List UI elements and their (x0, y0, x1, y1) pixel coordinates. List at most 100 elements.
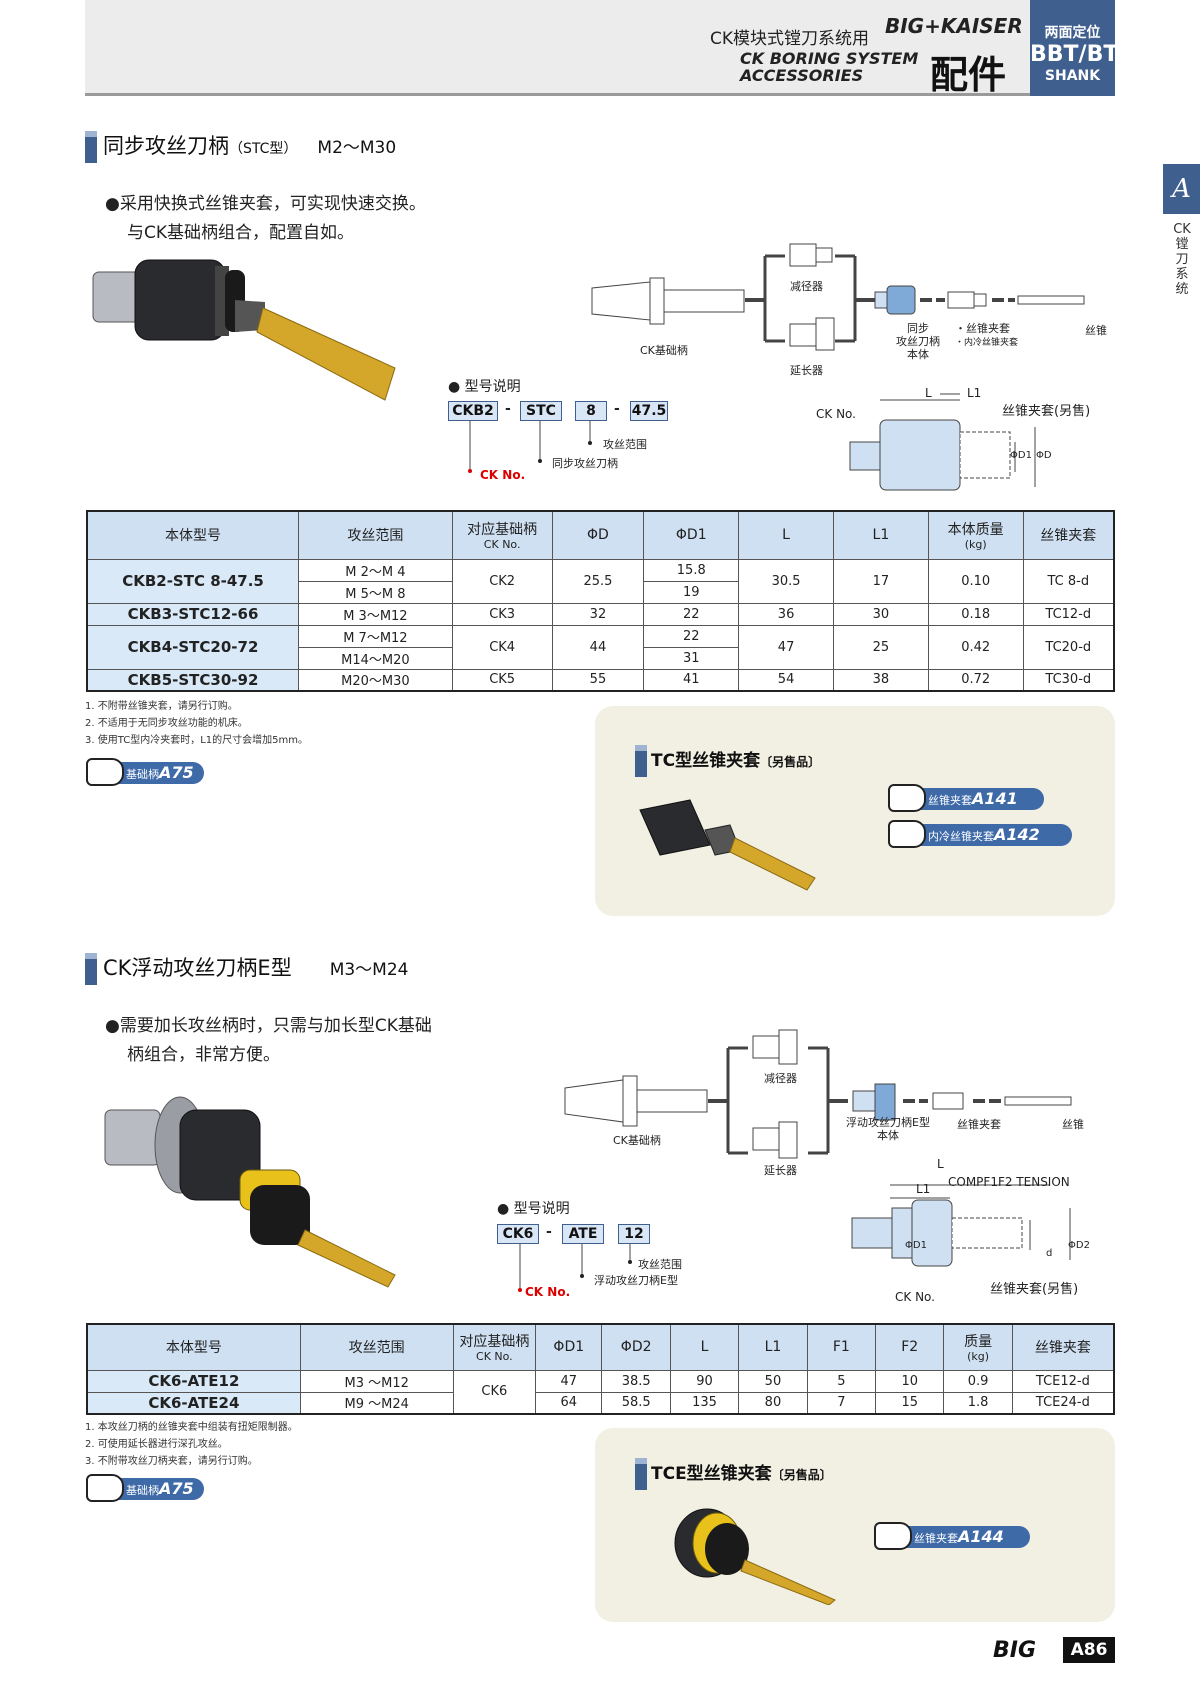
t2-h-L1: L1 (738, 1323, 808, 1371)
note: 3. 不附带攻丝刀柄夹套，请另行订购。 (85, 1456, 258, 1467)
box-line3: SHANK (1044, 68, 1101, 84)
title-bar (85, 131, 97, 163)
diagram1-extension-label: 延长器 (790, 364, 823, 377)
section2-system-diagram (564, 1029, 1072, 1159)
t1-mass: 0.18 (927, 602, 1024, 626)
t1-D1: 22 (643, 602, 740, 626)
panel2-title-small: 〔另售品〕 (771, 1468, 832, 1482)
t1-D: 44 (551, 624, 645, 670)
t1-ck: CK3 (451, 602, 553, 626)
t1-L: 36 (738, 602, 834, 626)
t1-range: M 5～M 8 (298, 580, 453, 604)
ref-label: 内冷丝锥夹套 (928, 830, 994, 843)
table-row: CKB5-STC30-92 M20～M30 CK5 55 41 54 38 0.… (86, 668, 1115, 692)
ref-tap-collet-button[interactable]: 丝锥夹套A141 (888, 784, 1044, 812)
box-line2: BBT/BT (1030, 42, 1119, 67)
t1-D: 55 (551, 668, 645, 692)
table-row: CKB2-STC 8-47.5 M 2～M 4 CK2 25.5 15.8 30… (86, 558, 1115, 604)
panel1-title-small: 〔另售品〕 (760, 755, 821, 769)
header-en-title: CK BORING SYSTEM ACCESSORIES (740, 50, 918, 84)
t1-h-D1: ΦD1 (643, 510, 740, 560)
section2-range: M3～M24 (329, 960, 409, 980)
t1-range: M 7～M12 (298, 624, 453, 648)
page-number: A86 (1063, 1637, 1115, 1663)
table-row: CKB4-STC20-72 M 7～M12 CK4 44 22 47 25 0.… (86, 624, 1115, 670)
section1-description: ●采用快换式丝锥夹套，可实现快速交换。 与CK基础柄组合，配置自如。 (105, 190, 426, 248)
t2-model: CK6-ATE24 (86, 1391, 301, 1415)
section1-bullet2: 与CK基础柄组合，配置自如。 (127, 223, 355, 243)
ref-label: 丝锥夹套 (914, 1532, 958, 1545)
ref-page: A141 (972, 789, 1018, 808)
t1-D: 32 (551, 602, 645, 626)
t2-L: 135 (669, 1391, 740, 1415)
t2-L: 90 (669, 1369, 740, 1393)
title-bar (635, 1458, 647, 1490)
t1-h-mass-text: 本体质量 (947, 522, 1004, 539)
panel2-title: TCE型丝锥夹套〔另售品〕 (635, 1458, 832, 1490)
t1-h-collet: 丝锥夹套 (1022, 510, 1115, 560)
panel1-title-text: TC型丝锥夹套 (651, 751, 761, 771)
t1-mass: 0.72 (927, 668, 1024, 692)
t1-D: 25.5 (551, 558, 645, 604)
t1-L1: 30 (832, 602, 929, 626)
t1-model: CKB3-STC12-66 (86, 602, 300, 626)
t2-F2: 15 (875, 1391, 945, 1415)
dim2-ck-label: CK No. (895, 1290, 935, 1304)
ate-holder-image (104, 1096, 396, 1288)
dim2-L: L (937, 1157, 944, 1171)
t2-F1: 7 (806, 1391, 877, 1415)
t2-ck: CK6 (452, 1369, 537, 1415)
table-row: M14～M20 31 (87, 646, 1114, 670)
legend1-range-label: 攻丝范围 (603, 438, 647, 451)
t1-L: 30.5 (738, 558, 834, 604)
t1-h-L: L (738, 510, 834, 560)
ref-page: A142 (994, 825, 1040, 844)
t2-h-mass: 质量(kg) (943, 1323, 1013, 1371)
diagram2-body-label: 浮动攻丝刀柄E型 本体 (840, 1116, 936, 1142)
legend1-title: ● 型号说明 (448, 379, 521, 395)
legend2-range-label: 攻丝范围 (638, 1258, 682, 1271)
t2-h-L: L (669, 1323, 740, 1371)
dim2-D1: ΦD1 (905, 1240, 927, 1251)
t1-h-range: 攻丝范围 (298, 510, 453, 560)
t1-mass: 0.10 (927, 558, 1024, 604)
title-bar (85, 953, 97, 985)
t1-h-base-sub: CK No. (483, 538, 521, 552)
ref-base-holder-button[interactable]: 基础柄A75 (86, 758, 204, 786)
legend1-code-length: 47.5 (630, 401, 668, 421)
t2-mass: 0.9 (943, 1369, 1013, 1393)
title-bar (635, 745, 647, 777)
ref-page: A75 (159, 1479, 194, 1498)
ref-base-holder-button[interactable]: 基础柄A75 (86, 1474, 204, 1502)
ref-tce-collet-button[interactable]: 丝锥夹套A144 (874, 1522, 1030, 1550)
ref-label: 基础柄 (126, 768, 159, 781)
t1-h-D: ΦD (551, 510, 645, 560)
t1-L: 47 (738, 624, 834, 670)
legend2-code-ck: CK6 (497, 1224, 539, 1244)
legend1-sep2: - (614, 401, 620, 417)
page-header: CK模块式镗刀系统用 BIG+KAISER CK BORING SYSTEM A… (85, 0, 1119, 97)
t1-model: CKB4-STC20-72 (86, 624, 300, 670)
stc-holder-image (92, 259, 396, 401)
ref-coolant-collet-button[interactable]: 内冷丝锥夹套A142 (888, 820, 1072, 848)
section1-system-diagram (591, 243, 1085, 351)
legend2-type-label: 浮动攻丝刀柄E型 (594, 1274, 678, 1287)
dim2-L1: L1 (916, 1182, 931, 1196)
t2-h-base-text: 对应基础柄 (459, 1334, 530, 1351)
diagram1-collet-l2: ・内冷丝锥夹套 (955, 338, 1019, 348)
shank-type-box: 两面定位 BBT/BT SHANK (1030, 0, 1119, 96)
diagram1-base-label: CK基础柄 (640, 344, 688, 357)
section1-notes: 1. 不附带丝锥夹套，请另行订购。 2. 不适用于无同步攻丝功能的机床。 3. … (85, 698, 308, 749)
diagram1-collet-l1: ・丝锥夹套 (955, 322, 1010, 335)
chapter-tab[interactable]: A (1163, 164, 1200, 214)
note: 2. 不适用于无同步攻丝功能的机床。 (85, 718, 248, 729)
t2-model: CK6-ATE12 (86, 1369, 301, 1393)
t1-D1: 41 (643, 668, 740, 692)
t2-range: M3 ～M12 (299, 1369, 454, 1393)
hand-pointer-icon (86, 758, 124, 786)
table-row: CK6-ATE12 M3 ～M12 CK6 47 38.5 90 50 5 10… (86, 1369, 1115, 1415)
t2-D2: 38.5 (601, 1369, 671, 1393)
t2-collet: TCE24-d (1011, 1391, 1115, 1415)
t1-mass: 0.42 (927, 624, 1024, 670)
